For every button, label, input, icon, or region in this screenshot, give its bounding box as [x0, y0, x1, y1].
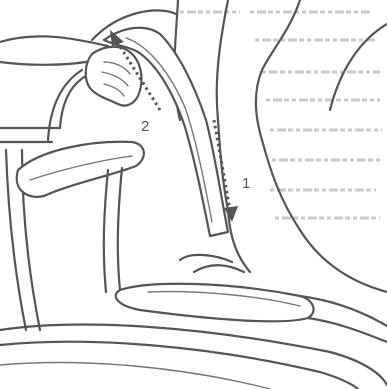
wheel: [0, 325, 387, 389]
wheelchair-frame: [0, 70, 90, 330]
armrest: [17, 142, 144, 292]
lap-belt: [116, 255, 387, 342]
step-number-1: 1: [242, 175, 250, 192]
person-torso: [217, 0, 387, 292]
step-number-2: 2: [141, 118, 149, 135]
